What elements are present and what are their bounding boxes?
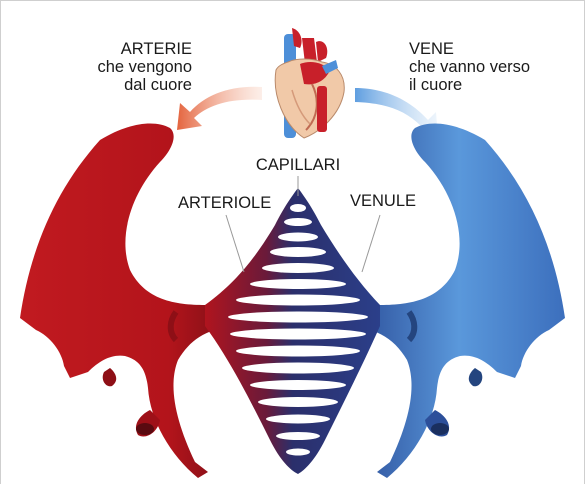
heart-illustration [275, 28, 344, 138]
venules-leader-line [362, 215, 380, 272]
venules-label: VENULE [350, 192, 440, 210]
artery-vessel [20, 124, 232, 478]
veins-label: VENE che vanno verso il cuore [409, 40, 559, 94]
arteries-label-line-1: ARTERIE [84, 40, 192, 58]
arteries-label-line-3: dal cuore [84, 76, 192, 94]
arteries-label: ARTERIE che vengono dal cuore [84, 40, 192, 94]
vein-vessel [353, 124, 565, 478]
veins-label-line-1: VENE [409, 40, 559, 58]
arterioles-leader-line [226, 215, 244, 272]
veins-label-line-3: il cuore [409, 76, 559, 94]
veins-label-line-2: che vanno verso [409, 58, 559, 76]
arterioles-label: ARTERIOLE [178, 194, 288, 212]
capillaries-label: CAPILLARI [244, 156, 352, 174]
arteries-label-line-2: che vengono [84, 58, 192, 76]
